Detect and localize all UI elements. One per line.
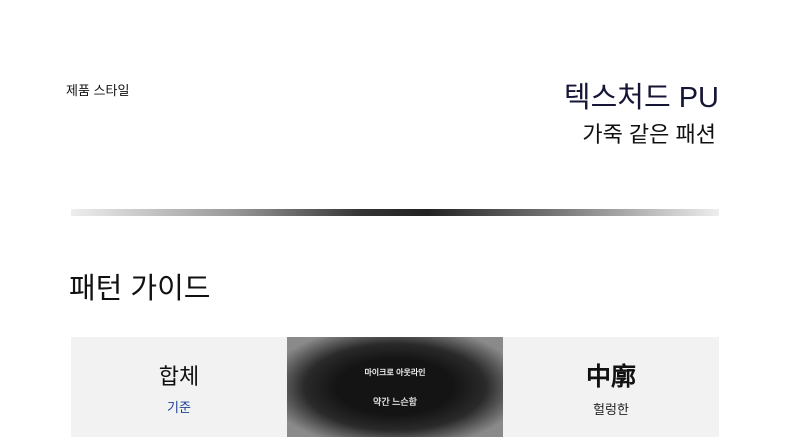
pattern-card-micro-outline[interactable]: 마이크로 아웃라인 약간 느슨함 [287, 337, 503, 437]
product-title: 텍스처드 PU [563, 82, 719, 114]
card-main-label: 中廓 [585, 362, 636, 391]
card-sub-label: 헐렁한 [593, 401, 629, 417]
product-style-label: 제품 스타일 [66, 83, 130, 98]
card-main-label: 마이크로 아웃라인 [364, 367, 426, 377]
gradient-divider [71, 209, 719, 216]
pattern-guide-cards: 합체 기준 마이크로 아웃라인 약간 느슨함 中廓 헐렁한 [71, 337, 719, 437]
pattern-card-loose[interactable]: 中廓 헐렁한 [503, 337, 719, 437]
card-sub-label: 기준 [167, 399, 191, 415]
section-title: 패턴 가이드 [69, 273, 211, 305]
pattern-card-fit[interactable]: 합체 기준 [71, 337, 287, 437]
card-main-label: 합체 [158, 363, 200, 389]
product-subtitle: 가죽 같은 패션 [582, 122, 716, 147]
card-sub-label: 약간 느슨함 [373, 396, 417, 407]
